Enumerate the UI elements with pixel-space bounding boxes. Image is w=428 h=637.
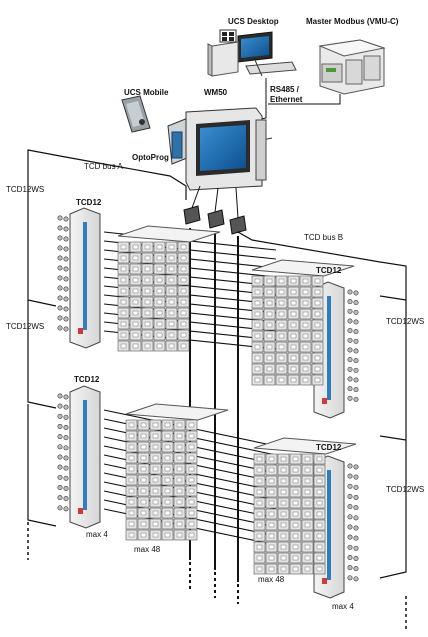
screw-terminal-icon <box>347 544 359 551</box>
screw-terminal-icon <box>57 215 69 222</box>
screw-terminal-icon <box>347 347 359 354</box>
screw-terminal-icon <box>57 393 69 400</box>
screw-terminal-icon <box>57 285 69 292</box>
screw-terminal-icon <box>347 308 359 315</box>
wm50-label: WM50 <box>204 88 228 97</box>
optoprog-label: OptoProg <box>132 153 169 162</box>
screw-terminal-icon <box>57 225 69 232</box>
screw-terminal-icon <box>347 395 359 402</box>
tcd12-module-bottom-left <box>57 385 101 529</box>
screw-terminal-icon <box>347 357 359 364</box>
screw-terminal-icon <box>347 565 359 572</box>
screw-terminal-icon <box>57 265 69 272</box>
tcd-devices <box>57 207 359 599</box>
screw-terminal-icon <box>347 524 359 531</box>
screw-terminal-icon <box>347 299 359 306</box>
screw-terminal-icon <box>57 235 69 242</box>
rs485-label: RS485 / <box>270 85 299 94</box>
screw-terminal-icon <box>57 295 69 302</box>
screw-terminal-icon <box>347 366 359 373</box>
screw-terminal-icon <box>57 325 69 332</box>
vmu-c-master-device-icon <box>318 39 386 95</box>
tcd12-label-4: TCD12 <box>316 443 342 452</box>
screw-terminal-icon <box>347 504 359 511</box>
screw-terminal-icon <box>347 386 359 393</box>
screw-terminal-icon <box>57 305 69 312</box>
tcd12-label-3: TCD12 <box>316 266 342 275</box>
screw-terminal-icon <box>57 434 69 441</box>
screw-terminal-icon <box>57 464 69 471</box>
bluetooth-icon <box>139 119 145 125</box>
current-sensor-block-top-left <box>117 225 221 352</box>
tcd12-label-1: TCD12 <box>76 198 102 207</box>
screw-terminal-icon <box>57 413 69 420</box>
current-sensor-block-bottom-right <box>253 437 357 575</box>
screw-terminal-icon <box>347 575 359 582</box>
screw-terminal-icon <box>57 444 69 451</box>
max4-left-label: max 4 <box>86 530 108 539</box>
screw-terminal-icon <box>347 514 359 521</box>
bus-connectors <box>183 185 247 235</box>
wm50-meter-icon <box>185 107 273 191</box>
tcd12ws-label-2: TCD12WS <box>6 322 45 331</box>
max48-left-label: max 48 <box>134 545 161 554</box>
screw-terminal-icon <box>347 554 359 561</box>
ucs-desktop-label: UCS Desktop <box>228 17 279 26</box>
tcd-bus-b-cable <box>237 231 407 579</box>
tcd12ws-label-3: TCD12WS <box>386 317 425 326</box>
screw-terminal-icon <box>57 505 69 512</box>
tcd12ws-label-1: TCD12WS <box>6 185 45 194</box>
ucs-desktop-computer-icon <box>207 29 297 77</box>
screw-terminal-icon <box>57 403 69 410</box>
tcd12-label-2: TCD12 <box>74 375 100 384</box>
screw-terminal-icon <box>347 289 359 296</box>
tcd-bus-b-label: TCD bus B <box>304 233 344 242</box>
screw-terminal-icon <box>347 328 359 335</box>
max48-right-label: max 48 <box>258 575 285 584</box>
master-modbus-label: Master Modbus (VMU-C) <box>306 17 399 26</box>
screw-terminal-icon <box>347 463 359 470</box>
screw-terminal-icon <box>57 454 69 461</box>
max4-right-label: max 4 <box>332 602 354 611</box>
screw-terminal-icon <box>57 245 69 252</box>
screw-terminal-icon <box>57 275 69 282</box>
screw-terminal-icon <box>347 376 359 383</box>
screw-terminal-icon <box>347 318 359 325</box>
screw-terminal-icon <box>57 484 69 491</box>
screw-terminal-icon <box>347 493 359 500</box>
screw-terminal-icon <box>57 255 69 262</box>
screw-terminal-icon <box>57 495 69 502</box>
screw-terminal-icon <box>347 483 359 490</box>
current-sensor-block-bottom-left <box>125 403 229 541</box>
ucs-mobile-phone-icon <box>121 95 151 133</box>
current-sensor-block-top-right <box>251 259 355 386</box>
tcd12-module-top-left <box>57 207 101 349</box>
tcd-bus-a-label: TCD bus A <box>84 162 123 171</box>
tcd12ws-label-4: TCD12WS <box>386 485 425 494</box>
ucs-mobile-label: UCS Mobile <box>124 88 169 97</box>
screw-terminal-icon <box>347 337 359 344</box>
screw-terminal-icon <box>57 423 69 430</box>
screw-terminal-icon <box>347 534 359 541</box>
ethernet-label: Ethernet <box>270 95 303 104</box>
screw-terminal-icon <box>57 474 69 481</box>
screw-terminal-icon <box>347 473 359 480</box>
screw-terminal-icon <box>57 315 69 322</box>
